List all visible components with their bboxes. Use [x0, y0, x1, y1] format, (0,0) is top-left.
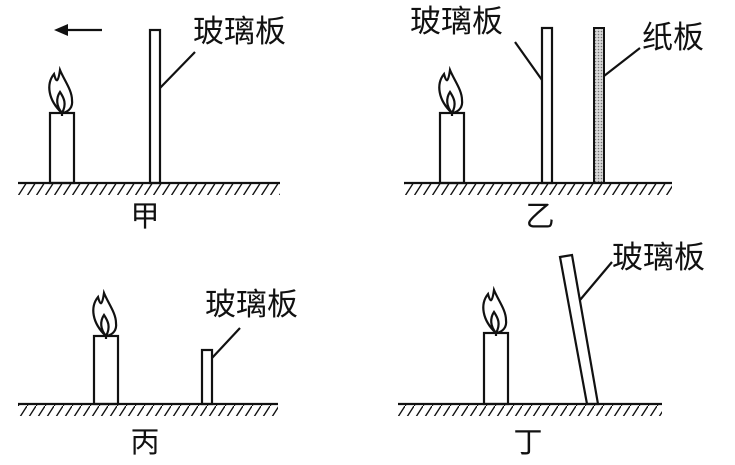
glass-plate [148, 28, 162, 185]
ground-hatch [404, 183, 672, 195]
panel-caption: 丙 [130, 425, 159, 459]
label-leader [579, 261, 613, 301]
tilted-glass-plate [558, 253, 600, 406]
candle [438, 65, 466, 185]
label-leader [603, 47, 641, 77]
glass-plate [200, 348, 214, 406]
ground-hatch [18, 404, 278, 416]
ground-hatch [18, 183, 280, 195]
panel-caption: 甲 [130, 199, 159, 233]
glass-plate-label: 玻璃板 [205, 287, 298, 323]
panel-ding: 玻璃板 丁 [398, 240, 705, 459]
panel-yi: 玻璃板 纸板 乙 [404, 4, 704, 233]
label-leader [514, 41, 543, 81]
glass-plate [540, 26, 554, 185]
candle [48, 65, 76, 185]
panel-caption: 丁 [513, 425, 542, 459]
ground-hatch [398, 404, 662, 416]
candle [92, 288, 120, 406]
glass-plate-label: 玻璃板 [410, 4, 503, 40]
candle [482, 285, 510, 406]
panel-caption: 乙 [525, 199, 554, 233]
panel-jia: 玻璃板 甲 [18, 14, 286, 233]
label-leader [211, 327, 241, 359]
label-leader [159, 51, 196, 89]
glass-plate-label: 玻璃板 [612, 240, 705, 276]
paper-board-label: 纸板 [642, 20, 704, 56]
paper-board [593, 27, 605, 184]
left-arrow-icon [54, 24, 102, 36]
panel-bing: 玻璃板 丙 [18, 287, 298, 459]
glass-plate-label: 玻璃板 [193, 14, 286, 50]
